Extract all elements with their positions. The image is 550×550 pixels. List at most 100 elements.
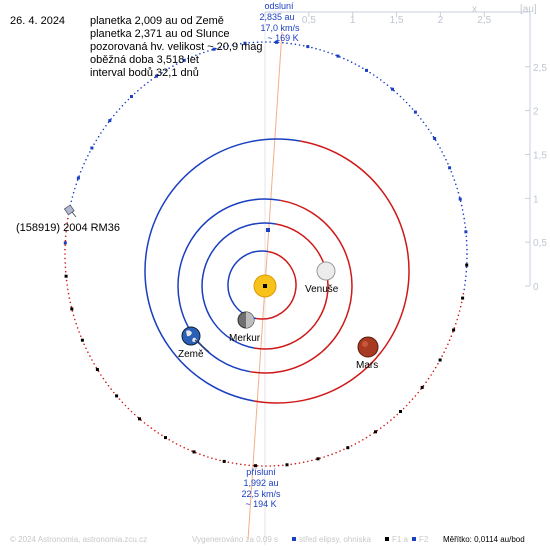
asteroid-orbit-points	[63, 40, 469, 468]
orbit-dot	[379, 427, 382, 429]
asteroid	[63, 204, 77, 218]
interval-marker	[90, 146, 94, 150]
orbit-dot	[466, 253, 468, 255]
interval-marker	[461, 296, 465, 300]
mars-orbit-red-arc	[253, 140, 410, 404]
orbit-dot	[441, 355, 443, 357]
orbit-dot	[294, 462, 297, 465]
orbit-dot	[65, 226, 68, 229]
orbit-dot	[231, 44, 234, 46]
interval-marker	[413, 110, 417, 114]
orbit-dot	[67, 292, 70, 295]
orbit-dot	[66, 284, 68, 286]
orbit-dot	[67, 288, 69, 291]
f1-legend-text: F1 a	[392, 535, 409, 544]
orbit-dot	[396, 413, 399, 416]
orbit-dot	[393, 416, 395, 419]
y-tick-label: 1,5	[533, 150, 547, 161]
orbit-dot	[235, 462, 238, 465]
orbit-dot	[195, 54, 197, 57]
orbit-dot	[256, 41, 259, 43]
orbit-dot	[402, 407, 405, 410]
orbit-dot	[211, 457, 213, 460]
orbit-dot	[64, 262, 66, 264]
earth-clouds	[186, 330, 197, 342]
orbit-dot	[417, 114, 420, 117]
orbit-dot	[463, 217, 466, 220]
info-line-sun-distance: planetka 2,371 au od Slunce	[90, 28, 229, 40]
orbit-dot	[362, 67, 364, 69]
orbit-dot	[405, 101, 408, 104]
orbit-dot	[89, 151, 91, 153]
orbit-dot	[460, 301, 463, 304]
aphelion-label: odsluní 2,835 au 17,0 km/s ~ 169 K	[259, 1, 300, 43]
orbit-dot	[466, 262, 468, 264]
orbit-dot	[323, 50, 325, 52]
x-tick-label: 2	[438, 15, 444, 26]
orbit-dot	[286, 42, 288, 44]
orbit-dot	[290, 42, 293, 45]
orbit-dot	[455, 183, 457, 186]
orbit-dot	[379, 79, 382, 81]
interval-marker	[243, 41, 247, 45]
orbit-dot	[443, 155, 445, 157]
info-line-magnitude: pozorovaná hv. velikost ~ 20,9 mag	[90, 41, 263, 53]
orbit-dot	[105, 125, 107, 127]
orbit-dot	[358, 65, 360, 67]
orbit-dot	[265, 41, 267, 43]
orbit-dot	[437, 143, 439, 145]
orbit-dot	[95, 139, 98, 142]
aphelion-speed: 17,0 km/s	[260, 23, 300, 33]
orbit-dot	[458, 196, 461, 198]
orbit-dot	[127, 98, 130, 101]
interval-marker	[438, 358, 442, 362]
orbit-dot	[93, 143, 95, 145]
orbit-dot	[335, 451, 337, 454]
date-label: 26. 4. 2024	[10, 15, 65, 27]
orbit-dot	[100, 374, 102, 376]
orbit-dot	[456, 187, 459, 190]
orbit-dot	[437, 363, 439, 365]
perihelion-speed: 22,5 km/s	[241, 489, 281, 499]
orbit-dot	[172, 441, 174, 443]
orbit-dot	[464, 279, 467, 282]
venus-label: Venuše	[305, 284, 339, 295]
orbit-dot	[386, 422, 389, 424]
f2-legend-marker	[412, 537, 416, 541]
orbit-dot	[298, 44, 301, 46]
orbit-dot	[302, 461, 305, 464]
orbit-dot	[457, 314, 460, 317]
orbit-dot	[465, 239, 468, 242]
orbit-dot	[78, 175, 80, 177]
orbit-dot	[154, 429, 156, 432]
orbit-dot	[465, 266, 468, 269]
orbit-dot	[89, 355, 91, 357]
orbit-dot	[215, 47, 217, 50]
orbit-dot	[460, 204, 463, 207]
orbit-dot	[450, 171, 453, 173]
interval-marker	[433, 137, 437, 140]
orbit-dot	[70, 305, 73, 308]
interval-marker	[306, 45, 310, 49]
venus-orbit-red-arc	[253, 223, 329, 350]
center-legend-marker	[292, 537, 296, 541]
orbit-dot	[261, 41, 263, 43]
interval-marker	[420, 385, 424, 389]
orbit-dot	[405, 404, 408, 407]
y-tick-label: 0	[533, 282, 539, 293]
sun	[253, 274, 277, 298]
orbit-dot	[466, 244, 468, 246]
orbit-dot	[362, 439, 364, 441]
orbit-dot	[64, 248, 66, 251]
info-line-period: oběžná doba 3,518 let	[90, 54, 199, 66]
interval-marker	[452, 328, 456, 332]
x-tick-label: 2,5	[477, 15, 491, 26]
orbit-dot	[100, 132, 102, 134]
orbit-dot	[203, 51, 205, 54]
orbit-dot	[277, 41, 280, 44]
interval-marker	[365, 68, 368, 72]
orbit-dot	[231, 462, 234, 464]
orbit-dot	[191, 56, 193, 58]
orbit-dot	[157, 432, 160, 434]
orbit-dot	[244, 464, 246, 466]
